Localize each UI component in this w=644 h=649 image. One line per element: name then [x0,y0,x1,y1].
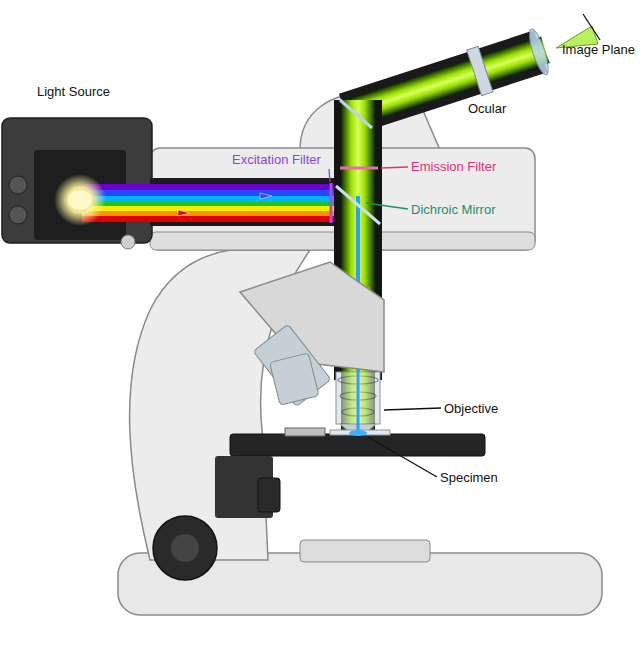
part-label: Dichroic Mirror [411,202,496,217]
upper-mirror [340,100,372,128]
lamp-house [2,118,152,243]
dichroic-mirror [336,186,380,224]
part-label: Ocular [468,101,506,116]
base-step [300,540,430,562]
excitation-filter [330,183,333,223]
stage-knob [258,478,280,512]
part-label: Excitation Filter [232,152,321,167]
lamp-screw [121,235,135,249]
lamp-knob [9,176,27,194]
image-plane-line [583,14,600,40]
excitation-beam [82,184,340,222]
slide [330,430,390,435]
part-label: Emission Filter [411,159,496,174]
lamp-bulb [67,189,93,211]
specimen-spot [349,430,367,436]
part-label: Specimen [440,470,498,485]
part-label: Objective [444,401,498,416]
focus-knob [153,516,217,580]
lamp-knob [9,206,27,224]
stage-clip [285,428,325,436]
objective-ray [357,372,360,434]
part-label: Image Plane [562,42,635,57]
emission-filter [340,167,378,170]
stage [230,434,485,456]
side-objective [253,324,331,406]
focus-knob-hub [171,534,199,562]
side-objective [270,353,319,405]
lamp-glow [54,174,106,226]
part-label: Light Source [37,84,110,99]
